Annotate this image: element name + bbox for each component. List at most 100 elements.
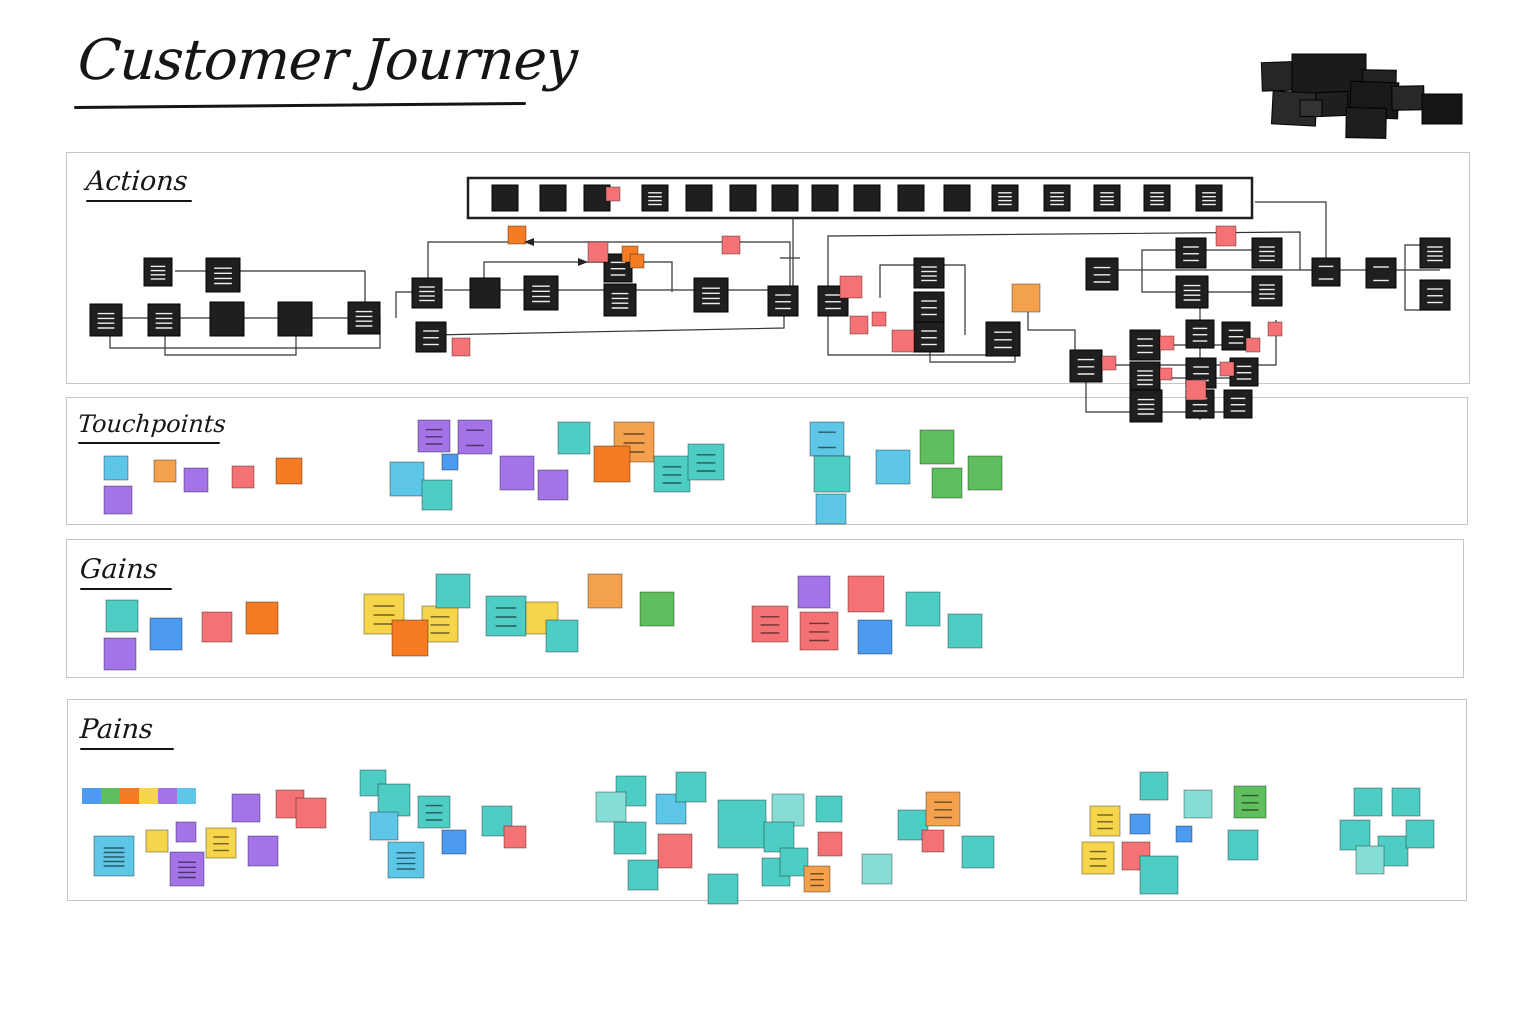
- action-card[interactable]: [913, 291, 945, 323]
- sticky-note[interactable]: [1011, 283, 1041, 313]
- sticky-note[interactable]: [369, 811, 399, 841]
- sticky-note[interactable]: [1219, 361, 1235, 377]
- sticky-note[interactable]: [245, 601, 279, 635]
- sticky-note[interactable]: [947, 613, 983, 649]
- sticky-note[interactable]: [169, 851, 205, 887]
- sticky-note[interactable]: [1183, 789, 1213, 819]
- sticky-note[interactable]: [857, 619, 893, 655]
- sticky-note[interactable]: [1391, 787, 1421, 817]
- action-card[interactable]: [469, 277, 501, 309]
- sticky-note[interactable]: [1081, 841, 1115, 875]
- action-card[interactable]: [1229, 357, 1259, 387]
- sticky-note[interactable]: [275, 457, 303, 485]
- sticky-note[interactable]: [655, 793, 687, 825]
- action-card[interactable]: [1223, 389, 1253, 419]
- sticky-note[interactable]: [721, 235, 741, 255]
- sticky-note[interactable]: [1101, 355, 1117, 371]
- sticky-note[interactable]: [435, 573, 471, 609]
- sticky-note[interactable]: [247, 835, 279, 867]
- action-card[interactable]: [641, 184, 669, 212]
- action-card[interactable]: [1251, 237, 1283, 269]
- sticky-note[interactable]: [457, 419, 493, 455]
- sticky-note[interactable]: [771, 793, 805, 827]
- sticky-note[interactable]: [391, 619, 429, 657]
- sticky-note[interactable]: [503, 825, 527, 849]
- sticky-note[interactable]: [103, 485, 133, 515]
- action-card[interactable]: [991, 184, 1019, 212]
- sticky-note[interactable]: [1339, 819, 1371, 851]
- action-card[interactable]: [1251, 275, 1283, 307]
- action-card[interactable]: [1365, 257, 1397, 289]
- sticky-note[interactable]: [891, 329, 915, 353]
- sticky-note[interactable]: [175, 821, 197, 843]
- sticky-note[interactable]: [875, 449, 911, 485]
- sticky-note[interactable]: [441, 829, 467, 855]
- action-card[interactable]: [897, 184, 925, 212]
- action-card[interactable]: [1069, 349, 1103, 383]
- sticky-note[interactable]: [809, 421, 845, 457]
- sticky-note[interactable]: [657, 833, 693, 869]
- action-card[interactable]: [1221, 321, 1251, 351]
- action-card[interactable]: [1175, 237, 1207, 269]
- sticky-note[interactable]: [183, 467, 209, 493]
- sticky-note[interactable]: [967, 455, 1003, 491]
- sticky-note[interactable]: [639, 591, 675, 627]
- sticky-note[interactable]: [921, 829, 945, 853]
- action-card[interactable]: [767, 285, 799, 317]
- action-card[interactable]: [1185, 319, 1215, 349]
- sticky-note[interactable]: [1185, 379, 1207, 401]
- sticky-note[interactable]: [537, 469, 569, 501]
- sticky-note[interactable]: [451, 337, 471, 357]
- sticky-note[interactable]: [653, 455, 691, 493]
- action-card[interactable]: [523, 275, 559, 311]
- action-card[interactable]: [1129, 389, 1163, 423]
- sticky-note[interactable]: [687, 443, 725, 481]
- sticky-note[interactable]: [905, 591, 941, 627]
- action-card[interactable]: [1175, 275, 1209, 309]
- action-card[interactable]: [491, 184, 519, 212]
- sticky-note[interactable]: [231, 465, 255, 489]
- action-card[interactable]: [143, 257, 173, 287]
- action-card[interactable]: [853, 184, 881, 212]
- sticky-note[interactable]: [849, 315, 869, 335]
- action-card[interactable]: [1129, 361, 1161, 393]
- action-card[interactable]: [205, 257, 241, 293]
- sticky-note[interactable]: [871, 311, 887, 327]
- sticky-note[interactable]: [153, 459, 177, 483]
- action-card[interactable]: [209, 301, 245, 337]
- action-card[interactable]: [1143, 184, 1171, 212]
- action-card[interactable]: [603, 283, 637, 317]
- sticky-note[interactable]: [605, 186, 621, 202]
- sticky-note[interactable]: [421, 479, 453, 511]
- sticky-note[interactable]: [1139, 771, 1169, 801]
- sticky-note[interactable]: [103, 637, 137, 671]
- action-card[interactable]: [943, 184, 971, 212]
- action-card[interactable]: [693, 277, 729, 313]
- sticky-note[interactable]: [387, 841, 425, 879]
- sticky-note[interactable]: [847, 575, 885, 613]
- sticky-note[interactable]: [779, 847, 809, 877]
- sticky-note[interactable]: [797, 575, 831, 609]
- sticky-note[interactable]: [763, 821, 795, 853]
- sticky-note[interactable]: [707, 873, 739, 905]
- action-card[interactable]: [539, 184, 567, 212]
- sticky-note[interactable]: [201, 611, 233, 643]
- action-card[interactable]: [583, 184, 611, 212]
- sticky-note[interactable]: [1139, 855, 1179, 895]
- sticky-note[interactable]: [485, 595, 527, 637]
- action-card[interactable]: [913, 321, 945, 353]
- action-card[interactable]: [771, 184, 799, 212]
- sticky-note[interactable]: [931, 467, 963, 499]
- sticky-note[interactable]: [1405, 819, 1435, 849]
- sticky-note[interactable]: [799, 611, 839, 651]
- sticky-note[interactable]: [557, 421, 591, 455]
- sticky-note[interactable]: [629, 253, 645, 269]
- action-card[interactable]: [1129, 329, 1161, 361]
- sticky-note[interactable]: [817, 831, 843, 857]
- sticky-note[interactable]: [231, 793, 261, 823]
- action-card[interactable]: [415, 321, 447, 353]
- sticky-note[interactable]: [1233, 785, 1267, 819]
- sticky-note[interactable]: [815, 493, 847, 525]
- action-card[interactable]: [985, 321, 1021, 357]
- sticky-note[interactable]: [593, 445, 631, 483]
